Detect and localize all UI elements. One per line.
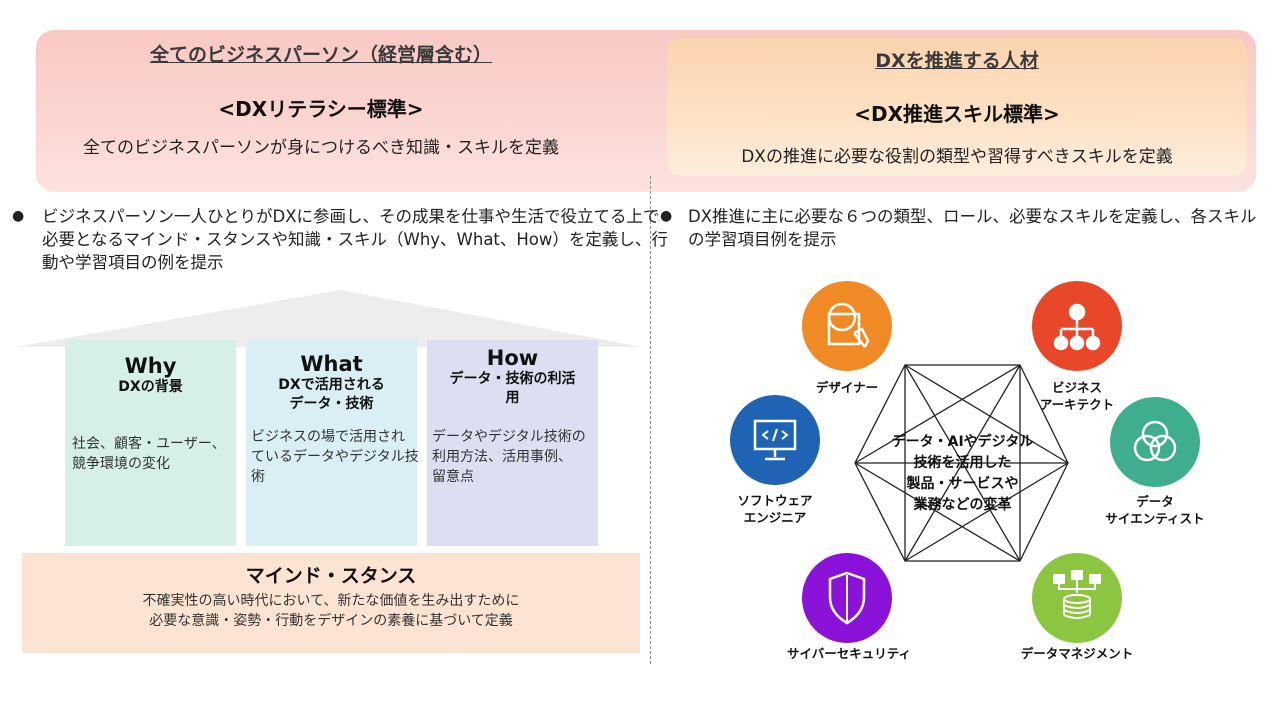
pillar-title: How: [486, 346, 539, 370]
code-monitor-icon: [753, 419, 797, 461]
role-label: データマネジメント: [1017, 645, 1137, 662]
role-label-line: デザイナー: [815, 380, 879, 395]
pillar-description-line: 競争環境の変化: [72, 456, 170, 472]
pillar-subtitle-line: 用: [505, 390, 520, 406]
role-label-line: ソフトウェア: [737, 493, 813, 508]
right-bullet-line: DX推進に主に必要な６つの類型、ロール、必要なスキルを定義し、各スキル: [688, 207, 1257, 226]
center-text-line: 業務などの変革: [913, 497, 1012, 513]
pillar-title: Why: [124, 354, 177, 378]
house-roof: [16, 290, 642, 347]
role-label: デザイナー: [787, 379, 907, 396]
role-label-line: ビジネス: [1051, 380, 1102, 395]
pillar-what: What DXで活用される データ・技術 ビジネスの場で活用され ているデータや…: [246, 340, 419, 546]
role-label-line: エンジニア: [743, 510, 807, 525]
left-header-title: 全てのビジネスパーソン（経営層含む）: [149, 44, 492, 66]
role-label: データ サイエンティスト: [1095, 493, 1215, 527]
pillar-description: ビジネスの場で活用され ているデータやデジタル技 術: [246, 427, 419, 487]
pillar-subtitle: DXで活用される データ・技術: [246, 376, 417, 414]
mind-stance-base: マインド・スタンス 不確実性の高い時代において、新たな価値を生み出すために 必要…: [22, 553, 640, 653]
pillar-description-line: 術: [251, 469, 265, 485]
center-text-line: 製品・サービスや: [906, 476, 1019, 492]
right-bullet-text: DX推進に主に必要な６つの類型、ロール、必要なスキルを定義し、各スキル の学習項…: [688, 205, 1273, 251]
pillar-subtitle-line: データ・技術の利活: [449, 371, 576, 387]
pillar-description: 社会、顧客・ユーザー、 競争環境の変化: [65, 434, 236, 474]
center-text-line: データ・AIやデジタル: [891, 434, 1034, 450]
dx-promotion-card: [667, 38, 1247, 176]
venn-icon: [1133, 420, 1177, 462]
pillar-subtitle: データ・技術の利活 用: [427, 370, 598, 408]
pillar-description-line: 留意点: [432, 469, 474, 485]
role-label: ビジネス アーキテクト: [1017, 379, 1137, 413]
pillar-why: Why DXの背景 社会、顧客・ユーザー、 競争環境の変化: [65, 340, 236, 546]
pillar-description-line: ビジネスの場で活用され: [251, 429, 405, 445]
database-icon: [1053, 570, 1101, 619]
role-label: ソフトウェア エンジニア: [715, 492, 835, 526]
role-software-engineer: [730, 395, 820, 485]
role-designer: [802, 281, 892, 371]
left-bullet-line: ビジネスパーソン一人ひとりがDXに参画し、その成果を仕事や生活で役立てる上で: [42, 207, 660, 226]
left-bullet-line: 必要となるマインド・スタンスや知識・スキル（Why、What、How）を定義し、…: [42, 230, 668, 249]
design-icon: [827, 302, 870, 348]
role-label-line: サイエンティスト: [1105, 511, 1205, 526]
pillar-description: データやデジタル技術の 利用方法、活用事例、 留意点: [427, 427, 598, 487]
left-bullet-dot: ●: [12, 208, 25, 224]
base-description-line: 不確実性の高い時代において、新たな価値を生み出すために: [142, 593, 520, 609]
pillar-subtitle-line: データ・技術: [289, 396, 374, 412]
right-header-description: DXの推進に必要な役割の類型や習得すべきスキルを定義: [741, 147, 1173, 167]
base-title: マインド・スタンス: [245, 565, 417, 587]
role-network: [854, 364, 1069, 562]
pillar-description-line: 利用方法、活用事例、: [432, 449, 572, 465]
role-label-line: サイバーセキュリティ: [787, 646, 912, 661]
role-label-line: データ: [1136, 494, 1174, 509]
pillar-title: What: [300, 352, 363, 376]
base-description: 不確実性の高い時代において、新たな価値を生み出すために 必要な意識・姿勢・行動を…: [22, 591, 640, 631]
role-label: サイバーセキュリティ: [787, 645, 912, 662]
right-header-title: DXを推進する人材: [875, 50, 1039, 72]
org-chart-icon: [1053, 303, 1101, 351]
left-header-description: 全てのビジネスパーソンが身につけるべき知識・スキルを定義: [83, 138, 559, 158]
role-label-line: アーキテクト: [1039, 397, 1115, 412]
role-data-scientist: [1110, 397, 1200, 487]
role-business-architect: [1032, 281, 1122, 371]
pillar-description-line: 社会、顧客・ユーザー、: [72, 436, 226, 452]
left-bullet-text: ビジネスパーソン一人ひとりがDXに参画し、その成果を仕事や生活で役立てる上で 必…: [42, 205, 668, 274]
right-bullet-line: の学習項目例を提示: [688, 230, 837, 249]
shield-icon: [828, 571, 866, 625]
center-text-line: 技術を活用した: [913, 455, 1012, 471]
pillar-subtitle-line: DXで活用される: [278, 377, 385, 393]
pillar-how: How データ・技術の利活 用 データやデジタル技術の 利用方法、活用事例、 留…: [427, 340, 598, 546]
left-bullet-line: 動や学習項目の例を提示: [42, 253, 224, 272]
base-description-line: 必要な意識・姿勢・行動をデザインの素養に基づいて定義: [149, 613, 513, 629]
pillar-description-line: ているデータやデジタル技: [251, 449, 419, 465]
role-cyber-security: [802, 553, 892, 643]
right-header-standard: <DX推進スキル標準>: [854, 102, 1060, 126]
pillar-description-line: データやデジタル技術の: [432, 429, 586, 445]
center-transformation-text: データ・AIやデジタル 技術を活用した 製品・サービスや 業務などの変革: [880, 432, 1045, 516]
left-header-standard: <DXリテラシー標準>: [218, 97, 424, 121]
role-data-management: [1032, 553, 1122, 643]
right-bullet-dot: ●: [660, 208, 673, 224]
pillar-subtitle: DXの背景: [118, 379, 183, 395]
role-label-line: データマネジメント: [1020, 646, 1134, 661]
section-divider: [650, 176, 651, 664]
